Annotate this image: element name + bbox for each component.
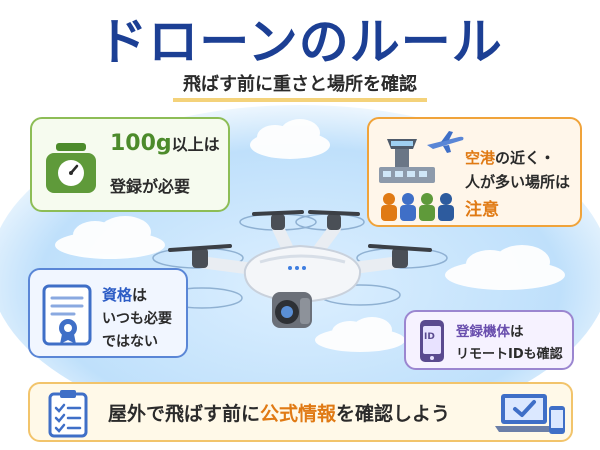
laptop-check-icon [495, 394, 565, 434]
official-info-banner: 屋外で飛ばす前に公式情報を確認しよう [28, 382, 573, 442]
airport-tower-icon [379, 139, 435, 183]
remote-id-card: ID 登録機体は リモートIDも確認 [404, 310, 574, 370]
license-line3: ではない [102, 334, 158, 350]
airport-line1-rest: の近く・ [495, 149, 556, 167]
scale-icon [46, 143, 96, 193]
airplane-icon [427, 131, 464, 153]
remote-line2: リモートIDも確認 [456, 347, 563, 362]
weight-threshold: 100g [110, 131, 172, 156]
drone-illustration [152, 210, 448, 328]
people-icon [381, 193, 454, 221]
airport-caution-card: 空港の近く・ 人が多い場所は 注意 [367, 117, 582, 227]
remote-line1-rest: は [510, 324, 524, 340]
page-subtitle: 飛ばす前に重さと場所を確認 [173, 70, 427, 102]
license-line1-rest: は [132, 286, 148, 304]
license-card: 資格は いつも必要 ではない [28, 268, 188, 358]
clipboard-icon [48, 390, 88, 438]
remote-keyword: 登録機体 [456, 324, 510, 340]
license-line2: いつも必要 [102, 311, 172, 327]
airport-keyword: 空港 [465, 149, 496, 167]
banner-text-before: 屋外で飛ばす前に [108, 403, 261, 425]
weight-suffix: 以上は [171, 135, 220, 154]
airport-caution: 注意 [465, 200, 499, 220]
page-title: ドローンのルール [97, 13, 503, 71]
phone-id-label: ID [424, 332, 435, 342]
license-keyword: 資格 [102, 286, 133, 304]
weight-rule-card: 100g以上は 登録が必要 [30, 117, 230, 212]
certificate-icon [42, 284, 92, 346]
banner-official-info: 公式情報 [260, 403, 337, 425]
airport-line2: 人が多い場所は [465, 173, 571, 191]
phone-id-icon [420, 320, 444, 362]
weight-requirement: 登録が必要 [110, 177, 191, 196]
banner-text-after: を確認しよう [336, 403, 451, 425]
